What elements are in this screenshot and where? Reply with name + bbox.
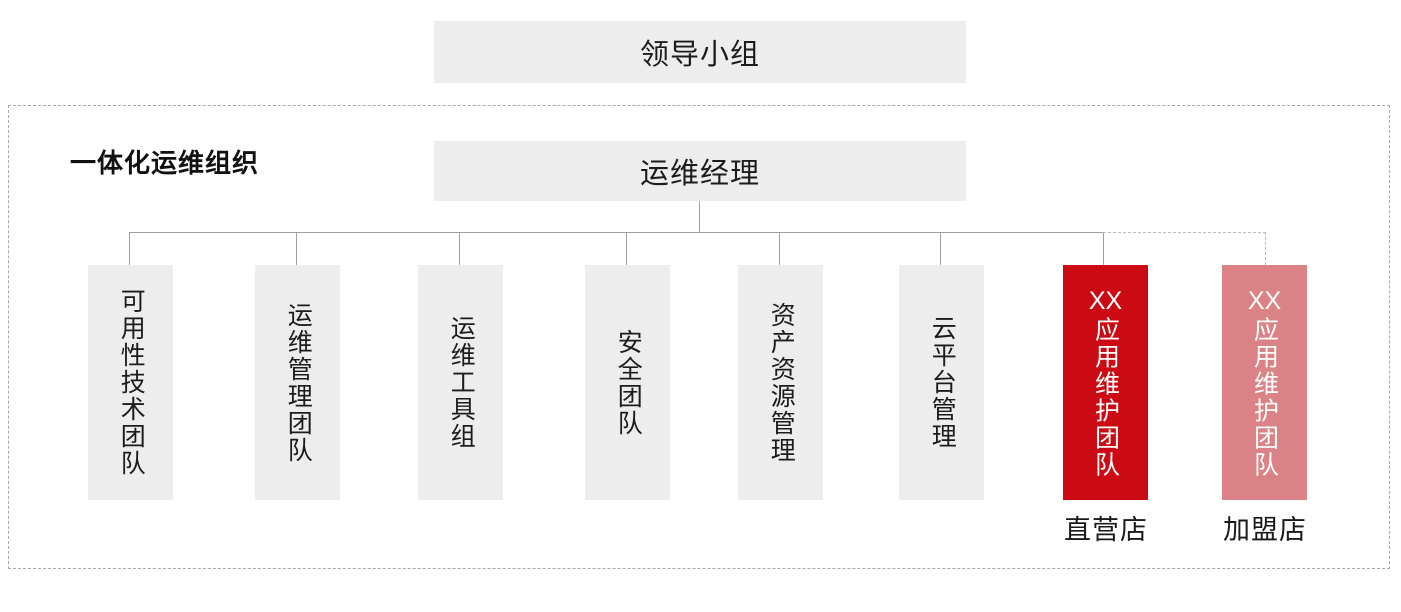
node-team-8-text: 应用维护团队 bbox=[1250, 316, 1279, 479]
node-ops-manager-label: 运维经理 bbox=[639, 158, 760, 190]
connector-drop-3 bbox=[459, 232, 460, 265]
caption-direct-store: 直营店 bbox=[1064, 515, 1148, 545]
connector-dashed-branch-vertical bbox=[1265, 232, 1266, 265]
connector-drop-4 bbox=[626, 232, 627, 265]
node-team-1-label: 可用性技术团队 bbox=[117, 288, 146, 477]
connector-drop-7 bbox=[1103, 232, 1104, 265]
node-team-6-label: 云平台管理 bbox=[928, 315, 957, 450]
node-team-6: 云平台管理 bbox=[899, 265, 984, 500]
node-team-7-label: XX应用维护团队 bbox=[1089, 287, 1122, 479]
node-team-2: 运维管理团队 bbox=[255, 265, 340, 500]
connector-horizontal-bus bbox=[129, 232, 1103, 233]
node-ops-manager: 运维经理 bbox=[434, 141, 966, 201]
node-team-8-franchise-store: XX应用维护团队 bbox=[1222, 265, 1307, 500]
node-team-3-label: 运维工具组 bbox=[447, 315, 476, 450]
node-leadership-group-label: 领导小组 bbox=[639, 39, 760, 71]
connector-drop-1 bbox=[129, 232, 130, 265]
node-team-1: 可用性技术团队 bbox=[88, 265, 173, 500]
node-team-7-prefix: XX bbox=[1088, 286, 1123, 315]
connector-manager-stem bbox=[699, 201, 700, 233]
connector-drop-2 bbox=[296, 232, 297, 265]
caption-franchise-store: 加盟店 bbox=[1223, 515, 1307, 545]
integrated-org-boundary bbox=[8, 105, 1390, 569]
connector-dashed-branch-horizontal bbox=[1103, 232, 1266, 233]
connector-drop-5 bbox=[779, 232, 780, 265]
node-team-4-label: 安全团队 bbox=[614, 328, 643, 437]
node-team-5: 资产资源管理 bbox=[738, 265, 823, 500]
node-team-2-label: 运维管理团队 bbox=[284, 301, 313, 464]
node-leadership-group: 领导小组 bbox=[434, 21, 966, 83]
node-team-5-label: 资产资源管理 bbox=[767, 301, 796, 464]
connector-drop-6 bbox=[940, 232, 941, 265]
node-team-8-prefix: XX bbox=[1247, 286, 1282, 315]
node-team-3: 运维工具组 bbox=[418, 265, 503, 500]
node-team-7-text: 应用维护团队 bbox=[1091, 316, 1120, 479]
node-team-8-label: XX应用维护团队 bbox=[1248, 287, 1281, 479]
node-team-7-direct-store: XX应用维护团队 bbox=[1063, 265, 1148, 500]
node-team-4: 安全团队 bbox=[585, 265, 670, 500]
integrated-org-title: 一体化运维组织 bbox=[70, 148, 260, 178]
